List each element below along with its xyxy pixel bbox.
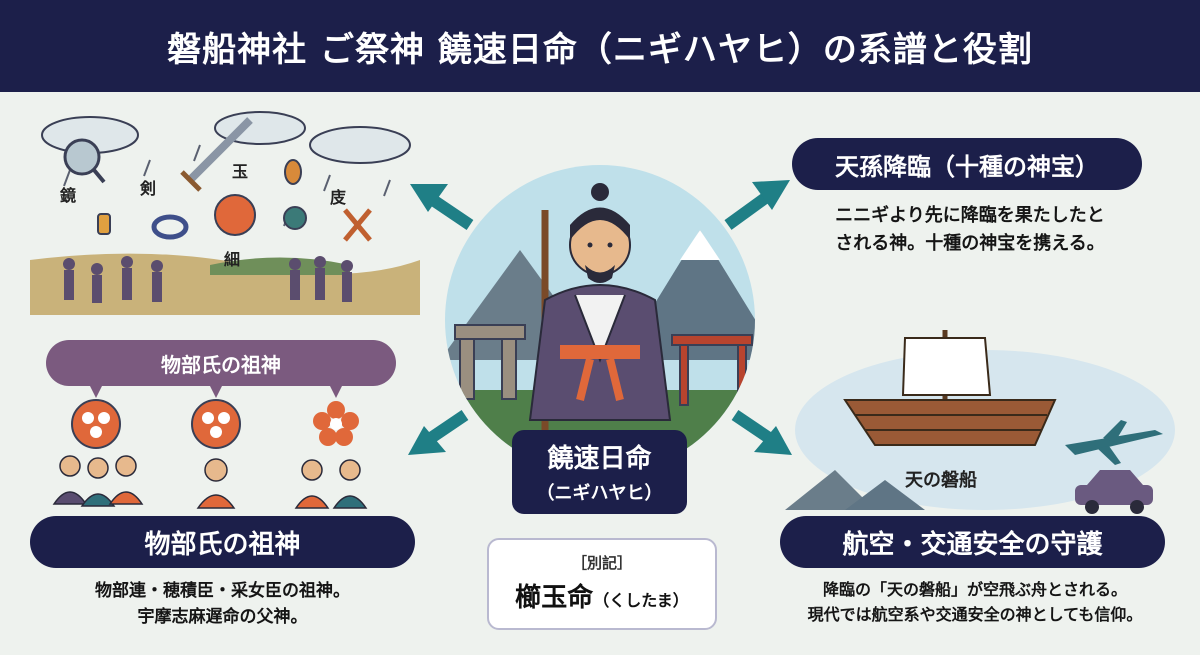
car-icon — [1075, 470, 1153, 514]
clan-heading: 物部氏の祖神 — [144, 529, 301, 560]
ship-icon — [843, 330, 1057, 446]
center-name: 饒速日命 — [547, 444, 652, 474]
center-reading: （ニギハヤヒ） — [536, 483, 663, 504]
tenson-line-2: される神。十種の神宝を携える。 — [835, 232, 1105, 254]
ship-label: 天の磐船 — [905, 470, 977, 491]
alias-reading: （くしたま） — [593, 591, 689, 610]
ship-scene — [785, 330, 1175, 514]
treasure-label-sword: 剣 — [140, 179, 157, 198]
clan-line-2: 宇摩志麻遅命の父神。 — [137, 607, 308, 628]
tenson-heading-pill: 天孫降臨（十種の神宝） — [792, 138, 1142, 190]
treasures-scene — [30, 111, 420, 315]
cloth-icon — [283, 206, 307, 230]
clan-bubble: 物部氏の祖神 — [46, 340, 396, 386]
ship-heading-pill: 航空・交通安全の守護 — [780, 516, 1165, 568]
flower-crest-icon — [313, 401, 359, 446]
center-name-box: 饒速日命 （ニギハヤヒ） — [512, 430, 687, 514]
arrow-up-left-icon — [410, 184, 474, 230]
alias-name-text: 櫛玉命 — [515, 583, 594, 613]
clan-bubble-text: 物部氏の祖神 — [161, 352, 281, 377]
arrow-down-right-icon — [731, 410, 792, 455]
clan-line-1: 物部連・穂積臣・采女臣の祖神。 — [95, 581, 350, 601]
tenson-heading: 天孫降臨（十種の神宝） — [835, 152, 1099, 181]
crest-icon — [71, 399, 241, 449]
alias-box: ［別記］ 櫛玉命（くしたま） — [487, 538, 717, 630]
clan-scene — [52, 386, 368, 509]
arrow-up-right-icon — [724, 180, 790, 230]
scroll-icon — [97, 213, 111, 235]
clan-description: 物部連・穂積臣・采女臣の祖神。 宇摩志麻遅命の父神。 — [30, 578, 415, 631]
ruins-icon — [454, 324, 526, 400]
mirror-icon — [63, 138, 106, 184]
title-banner: 磐船神社 ご祭神 饒速日命（ニギハヤヒ）の系譜と役割 — [0, 0, 1200, 92]
bead-icon — [284, 159, 302, 185]
sword-icon — [180, 117, 253, 192]
alias-label: ［別記］ — [571, 554, 632, 572]
tenson-line-1: ニニギより先に降臨を果たしたと — [835, 205, 1105, 226]
treasure-label-mirror: 鏡 — [60, 186, 77, 205]
treasure-label-cloth: 細 — [224, 250, 241, 269]
torii-icon — [671, 334, 753, 406]
clan-heading-pill: 物部氏の祖神 — [30, 516, 415, 568]
ship-heading: 航空・交通安全の守護 — [842, 529, 1103, 560]
treasure-label-cross: 庋 — [330, 188, 347, 207]
tenson-description: ニニギより先に降臨を果たしたと される神。十種の神宝を携える。 — [780, 202, 1160, 258]
arrow-down-left-icon — [408, 410, 469, 455]
jewel-icon — [214, 194, 256, 236]
ship-line-1: 降臨の「天の磐船」が空飛ぶ舟とされる。 — [822, 580, 1127, 599]
treasure-label-jewel: 玉 — [232, 162, 249, 181]
airplane-icon — [1065, 420, 1163, 465]
deity-illustration — [445, 165, 755, 475]
alias-name: 櫛玉命（くしたま） — [489, 577, 715, 614]
ship-description: 降臨の「天の磐船」が空飛ぶ舟とされる。 現代では航空系や交通安全の神としても信仰… — [770, 578, 1180, 628]
cross-icon — [343, 208, 372, 242]
ring-icon — [151, 214, 189, 240]
ship-line-2: 現代では航空系や交通安全の神としても信仰。 — [807, 604, 1143, 624]
page-title: 磐船神社 ご祭神 饒速日命（ニギハヤヒ）の系譜と役割 — [167, 29, 1033, 70]
